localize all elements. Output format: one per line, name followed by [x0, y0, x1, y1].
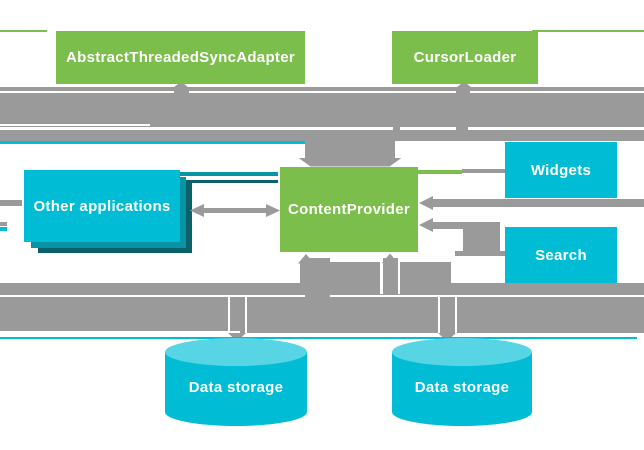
green-edge-artifact: [418, 169, 462, 174]
widgets-link-line: [462, 168, 505, 173]
arrow-shaft-to-contentprovider: [305, 130, 395, 158]
stack-edge-line: [186, 179, 278, 183]
shaft-outline: [380, 258, 383, 294]
arrowhead-left-otherapps-icon: [190, 204, 204, 217]
search-arrow-connector: [463, 221, 500, 253]
band-hairline: [0, 330, 240, 333]
top-left-green-hairline: [0, 29, 47, 32]
lower-arrow-band-bottom: [0, 297, 644, 333]
node-label: Search: [535, 246, 587, 264]
cyan-hairline-bottom: [0, 336, 637, 340]
shaft-outline: [397, 258, 400, 294]
cylinder-top: [165, 338, 307, 366]
arrowhead-right-provider-icon: [266, 204, 280, 217]
upper-arrow-band: [0, 86, 644, 127]
top-right-green-hairline: [532, 29, 644, 32]
node-widgets: Widgets: [505, 142, 617, 198]
node-label: Data storage: [414, 378, 510, 396]
shaft-outline: [438, 297, 440, 333]
provider-storage-shaft-right: [382, 258, 398, 294]
arrowhead-left-widgets-icon: [419, 196, 433, 210]
arrowhead-down-contentprovider-icon: [298, 157, 402, 167]
arrowhead-left-search-icon: [419, 218, 433, 232]
left-edge-gray-stub: [0, 221, 7, 226]
stack-edge-line: [180, 172, 278, 176]
shaft-outline: [228, 297, 230, 333]
band-bridge: [456, 124, 468, 133]
node-search: Search: [505, 227, 617, 283]
left-edge-cyan-stub: [0, 226, 7, 231]
node-cursorloader: CursorLoader: [392, 31, 538, 84]
arrow-widgets-to-provider: [433, 199, 644, 207]
shaft-outline: [244, 297, 247, 333]
node-label: ContentProvider: [287, 201, 410, 218]
band-hairline: [470, 90, 644, 93]
left-edge-gray-stub: [0, 200, 22, 206]
arrowhead-up-syncadapter-icon: [173, 81, 189, 88]
arrow-search-to-provider: [433, 221, 464, 229]
node-contentprovider: ContentProvider: [280, 167, 418, 252]
node-label: Data storage: [188, 378, 284, 396]
band-hairline: [0, 90, 174, 93]
lower-arrow-band: [0, 283, 644, 295]
node-data-storage-left: Data storage: [165, 374, 307, 400]
cylinder-top: [392, 338, 532, 366]
band-hairline: [0, 123, 150, 126]
node-label: AbstractThreadedSyncAdapter: [66, 49, 295, 66]
arrow-otherapps-provider: [204, 207, 268, 213]
provider-storage-arrow-zone: [300, 262, 451, 283]
node-label: Widgets: [530, 161, 592, 179]
arrowhead-up-cursorloader-icon: [456, 81, 472, 88]
search-arrow-line: [455, 250, 505, 256]
arrowhead-up-provider-icon: [298, 254, 314, 264]
node-label: Other applications: [33, 197, 171, 215]
node-abstractthreadedsyncadapter: AbstractThreadedSyncAdapter: [56, 31, 305, 84]
node-label: CursorLoader: [413, 49, 517, 66]
arrowhead-up-provider-icon: [382, 253, 398, 263]
shaft-outline: [454, 297, 457, 333]
node-data-storage-right: Data storage: [392, 374, 532, 400]
band-hairline: [189, 90, 456, 93]
cyan-hairline-middle: [0, 141, 305, 144]
band-bridge: [393, 124, 400, 133]
node-other-applications: Other applications: [24, 170, 180, 242]
